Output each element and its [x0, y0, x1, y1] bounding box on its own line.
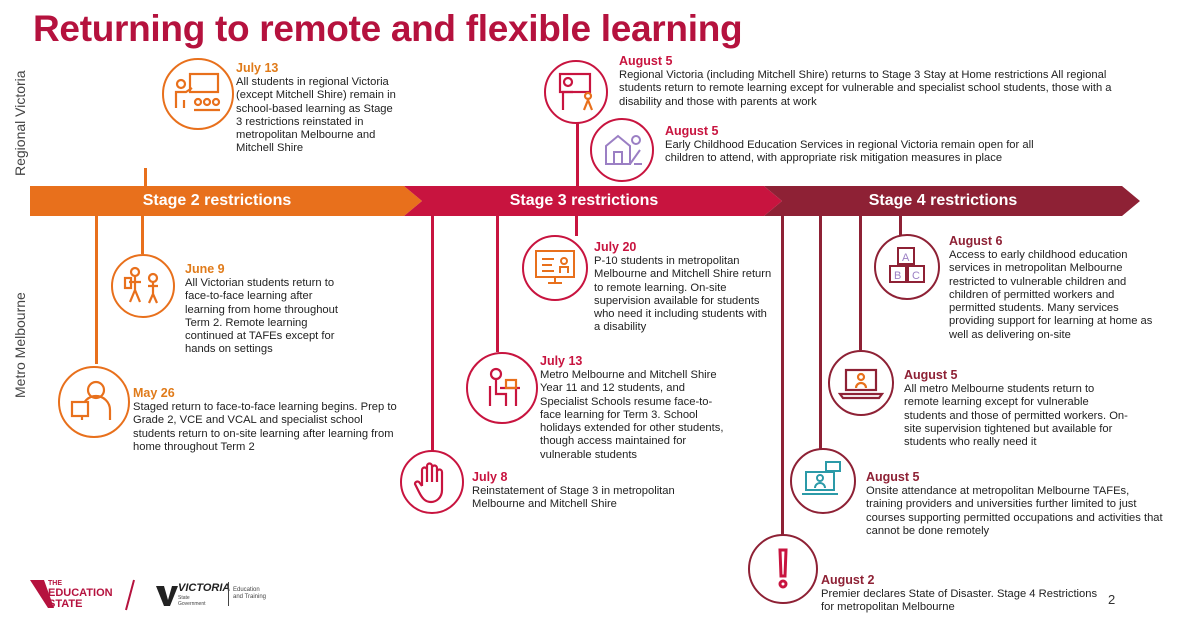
event-july13-metro: July 13 Metro Melbourne and Mitchell Shi… [540, 354, 732, 462]
stage-4-label: Stage 4 restrictions [868, 192, 1018, 209]
event-august2: August 2 Premier declares State of Disas… [821, 573, 1101, 615]
logo-dept-2: and Training [233, 594, 267, 600]
connector-line [899, 214, 902, 236]
stage-2-band: Stage 2 restrictions [30, 186, 422, 216]
logo-divider [228, 582, 229, 606]
event-text: Onsite attendance at metropolitan Melbou… [866, 485, 1163, 537]
victoria-government-logo: VICTORIA State Government Education and … [154, 580, 274, 610]
event-date: June 9 [185, 262, 225, 276]
event-text: All students in regional Victoria (excep… [236, 76, 396, 155]
event-text: Metro Melbourne and Mitchell Shire Year … [540, 369, 724, 461]
event-text: Early Childhood Education Services in re… [665, 139, 1034, 165]
student-desk-icon [466, 352, 538, 424]
stage-3-label: Stage 3 restrictions [509, 192, 659, 209]
logo-victoria: VICTORIA [178, 582, 231, 594]
logo-dept-1: Education [233, 587, 260, 593]
logo-line-2: EDUCATION [48, 587, 113, 599]
connector-line [496, 214, 499, 352]
walking-students-icon [111, 254, 175, 318]
page-number: 2 [1108, 592, 1116, 607]
side-label-regional: Regional Victoria [12, 70, 28, 176]
event-date: August 2 [821, 573, 875, 587]
side-label-metro: Metro Melbourne [12, 292, 28, 398]
student-laptop-icon [58, 366, 130, 438]
event-august5-ecec-regional: August 5 Early Childhood Education Servi… [665, 124, 1075, 166]
event-june9: June 9 All Victorian students return to … [185, 262, 355, 357]
connector-line [859, 214, 862, 350]
video-chat-icon [790, 448, 856, 514]
event-date: July 13 [236, 61, 279, 75]
logo-line-1: THE [48, 580, 62, 587]
connector-line [781, 214, 784, 536]
event-august5-metro: August 5 All metro Melbourne students re… [904, 368, 1129, 449]
connector-line [576, 118, 579, 188]
event-text: P-10 students in metropolitan Melbourne … [594, 255, 772, 334]
education-state-logo: THE EDUCATION STATE [30, 578, 142, 612]
event-date: August 5 [619, 54, 673, 68]
event-date: July 13 [540, 354, 583, 368]
event-date: August 5 [665, 124, 719, 138]
event-date: August 5 [866, 470, 920, 484]
event-text: All Victorian students return to face-to… [185, 277, 338, 356]
event-date: July 8 [472, 470, 508, 484]
event-august5-regional: August 5 Regional Victoria (including Mi… [619, 54, 1114, 109]
connector-line [95, 214, 98, 364]
connector-line [819, 214, 822, 450]
exclamation-icon [748, 534, 818, 604]
logo-state: State [178, 595, 190, 601]
childcare-building-icon [590, 118, 654, 182]
raised-hand-icon [400, 450, 464, 514]
svg-text:B: B [894, 270, 901, 282]
logo-line-3: STATE [48, 598, 83, 610]
event-text: Access to early childhood education serv… [949, 249, 1153, 341]
connector-line [431, 214, 434, 454]
stage-2-label: Stage 2 restrictions [142, 192, 292, 209]
event-august5-tafe: August 5 Onsite attendance at metropolit… [866, 470, 1166, 538]
event-july20: July 20 P-10 students in metropolitan Me… [594, 240, 774, 335]
event-may26: May 26 Staged return to face-to-face lea… [133, 386, 398, 454]
event-text: Regional Victoria (including Mitchell Sh… [619, 69, 1112, 108]
page-title: Returning to remote and flexible learnin… [33, 8, 743, 49]
svg-text:C: C [912, 270, 920, 282]
event-july13-regional: July 13 All students in regional Victori… [236, 61, 396, 156]
svg-text:A: A [902, 252, 910, 264]
connector-line [144, 168, 147, 188]
teacher-board-icon [544, 60, 608, 124]
event-july8: July 8 Reinstatement of Stage 3 in metro… [472, 470, 712, 512]
stage-3-band: Stage 3 restrictions [404, 186, 782, 216]
event-text: All metro Melbourne students return to r… [904, 383, 1128, 449]
logo-government: Government [178, 601, 206, 607]
abc-blocks-icon: A B C [874, 234, 940, 300]
laptop-user-icon [828, 350, 894, 416]
online-class-monitor-icon [522, 235, 588, 301]
connector-line [141, 214, 144, 254]
event-text: Staged return to face-to-face learning b… [133, 401, 397, 453]
teacher-presentation-icon [162, 58, 234, 130]
event-text: Premier declares State of Disaster. Stag… [821, 588, 1098, 614]
connector-line [575, 214, 578, 236]
event-date: July 20 [594, 240, 637, 254]
event-august6: August 6 Access to early childhood educa… [949, 234, 1161, 342]
event-date: August 5 [904, 368, 958, 382]
stage-4-band: Stage 4 restrictions [764, 186, 1140, 216]
event-date: May 26 [133, 386, 175, 400]
event-date: August 6 [949, 234, 1003, 248]
event-text: Reinstatement of Stage 3 in metropolitan… [472, 485, 675, 511]
